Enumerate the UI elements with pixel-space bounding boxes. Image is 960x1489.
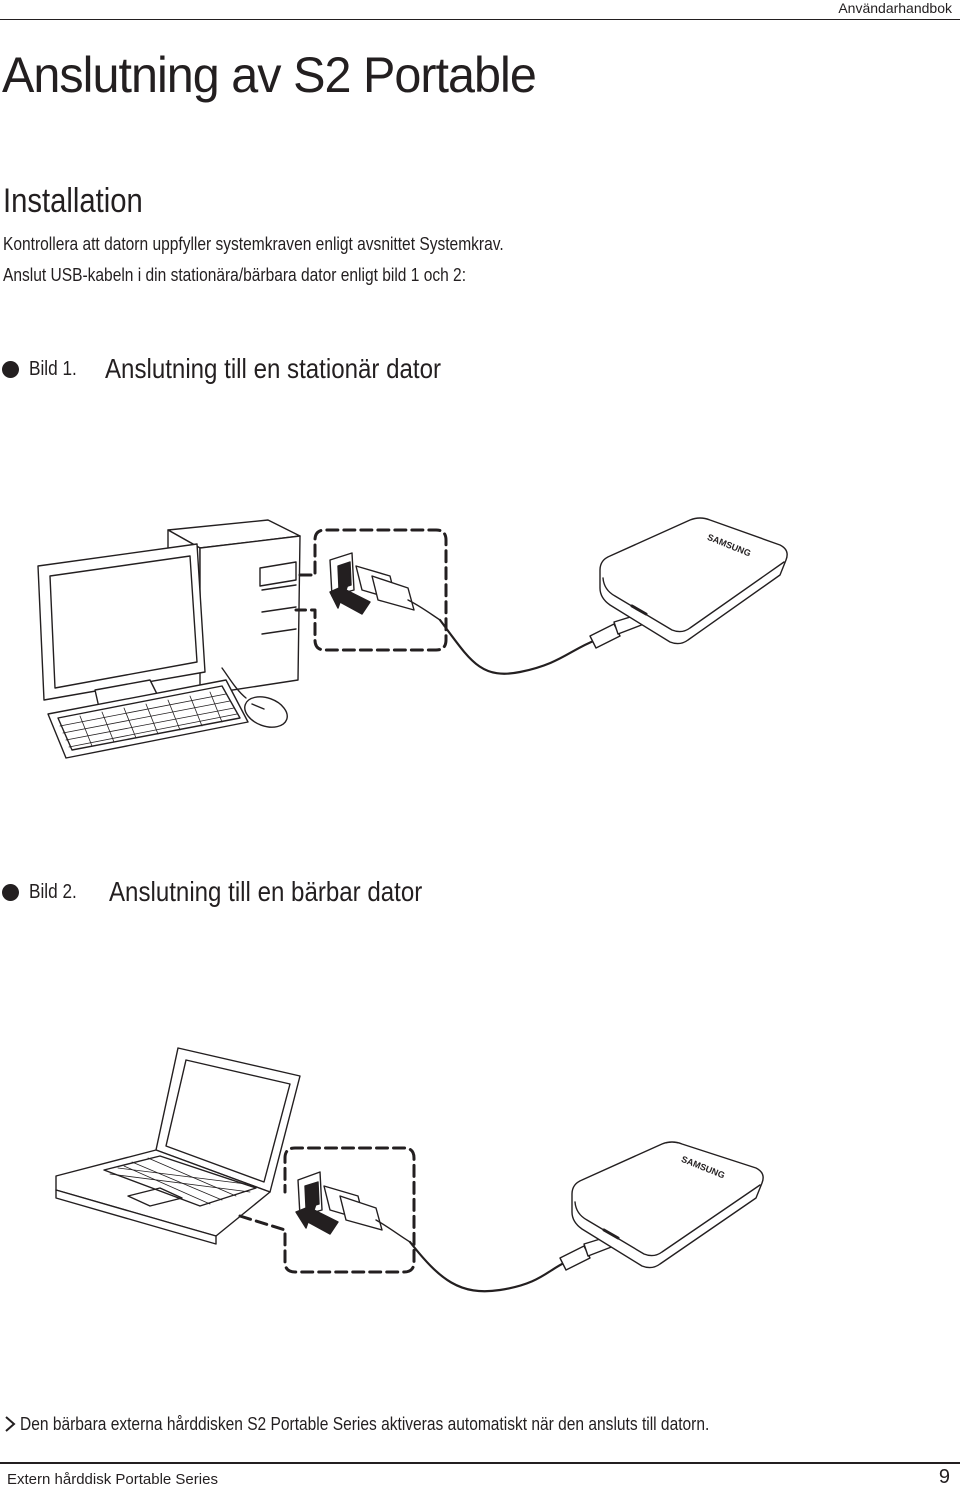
header-label: Användarhandbok: [838, 0, 952, 16]
arrow-icon: [295, 1203, 339, 1235]
laptop-usb-illustration: SAMSUNG: [55, 1047, 764, 1293]
external-hard-drive-icon: SAMSUNG: [571, 1141, 764, 1269]
arrow-icon: [329, 583, 371, 615]
section-heading-installation: Installation: [3, 182, 143, 220]
note: Den bärbara externa hårddisken S2 Portab…: [4, 1413, 841, 1435]
header-rule: [0, 19, 960, 20]
footer-rule: [0, 1462, 960, 1464]
mouse-icon: [221, 667, 288, 728]
desktop-computer-usb-illustration: SAMSUNG: [37, 517, 788, 759]
figure-1-caption: Bild 1. Anslutning till en stationär dat…: [2, 352, 496, 386]
usb-plug-icon: [329, 552, 441, 621]
laptop-icon: [55, 1047, 301, 1245]
bullet-icon: [2, 360, 19, 378]
figure-1-number: Bild 1.: [29, 357, 77, 380]
keyboard-icon: [47, 679, 249, 759]
instruction-line-1: Kontrollera att datorn uppfyller systemk…: [3, 233, 504, 254]
footer-label: Extern hårddisk Portable Series: [7, 1471, 218, 1488]
figure-2-number: Bild 2.: [29, 880, 77, 903]
figure-2-title: Anslutning till en bärbar dator: [109, 876, 423, 907]
monitor-icon: [37, 543, 206, 713]
external-hard-drive-icon: SAMSUNG: [599, 517, 788, 645]
instruction-line-2: Anslut USB-kabeln i din stationära/bärba…: [3, 264, 467, 285]
figure-1-title: Anslutning till en stationär dator: [105, 353, 441, 384]
page-number: 9: [938, 1466, 950, 1488]
figure-2-caption: Bild 2. Anslutning till en bärbar dator: [2, 875, 473, 909]
chevron-right-icon: [5, 1416, 16, 1432]
note-text: Den bärbara externa hårddisken S2 Portab…: [20, 1413, 710, 1434]
bullet-icon: [2, 883, 19, 901]
page-title: Anslutning av S2 Portable: [2, 47, 537, 103]
